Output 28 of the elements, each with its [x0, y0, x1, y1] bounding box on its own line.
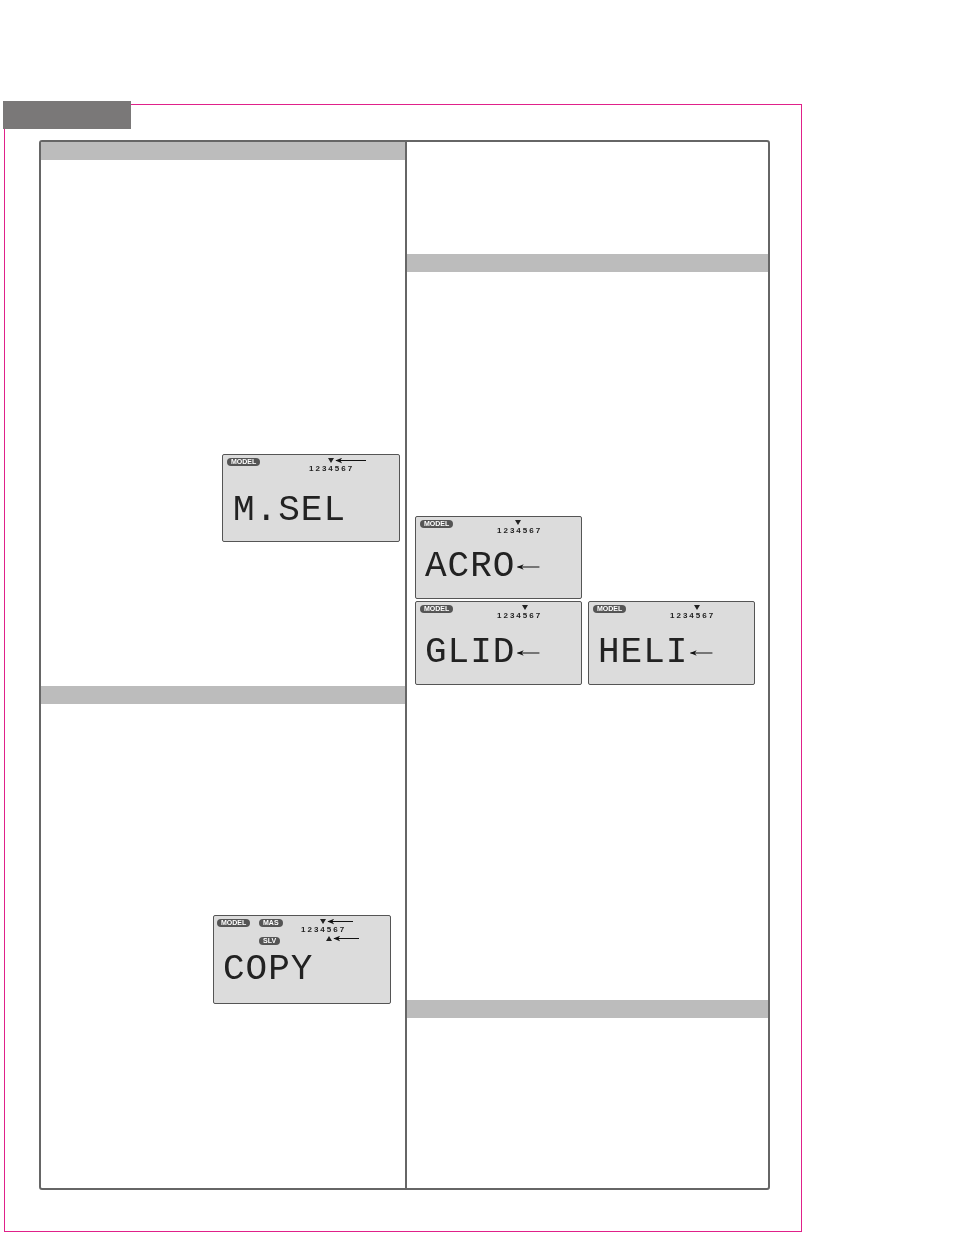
pointer-arrow: [516, 650, 540, 656]
lcd-screen: [415, 516, 582, 599]
pointer-arrow: [689, 650, 713, 656]
indicator-triangle: [515, 520, 521, 525]
lcd-screen: [588, 601, 755, 685]
lcd-readout: COPY: [223, 952, 314, 988]
channel-numbers: 1234567: [497, 526, 543, 535]
pointer-arrow: [333, 935, 360, 942]
channel-numbers: 1234567: [309, 464, 355, 473]
pointer-arrow: [516, 564, 540, 570]
pointer-arrow: [327, 918, 354, 925]
section-tab: [3, 101, 131, 129]
indicator-triangle: [522, 605, 528, 610]
channel-numbers: 1234567: [301, 925, 347, 934]
indicator-triangle: [694, 605, 700, 610]
lcd-readout: M.SEL: [233, 493, 347, 529]
lcd-screen: [415, 601, 582, 685]
pointer-arrow: [335, 457, 367, 464]
indicator-triangle: [326, 936, 332, 941]
channel-numbers: 1234567: [497, 611, 543, 620]
indicator-triangle: [320, 919, 326, 924]
lcd-readout: HELI: [598, 635, 689, 671]
lcd-screen: [213, 915, 391, 1004]
indicator-triangle: [328, 458, 334, 463]
lcd-readout: GLID: [425, 635, 516, 671]
lcd-screen: [222, 454, 400, 542]
channel-numbers: 1234567: [670, 611, 716, 620]
lcd-readout: ACRO: [425, 549, 516, 585]
